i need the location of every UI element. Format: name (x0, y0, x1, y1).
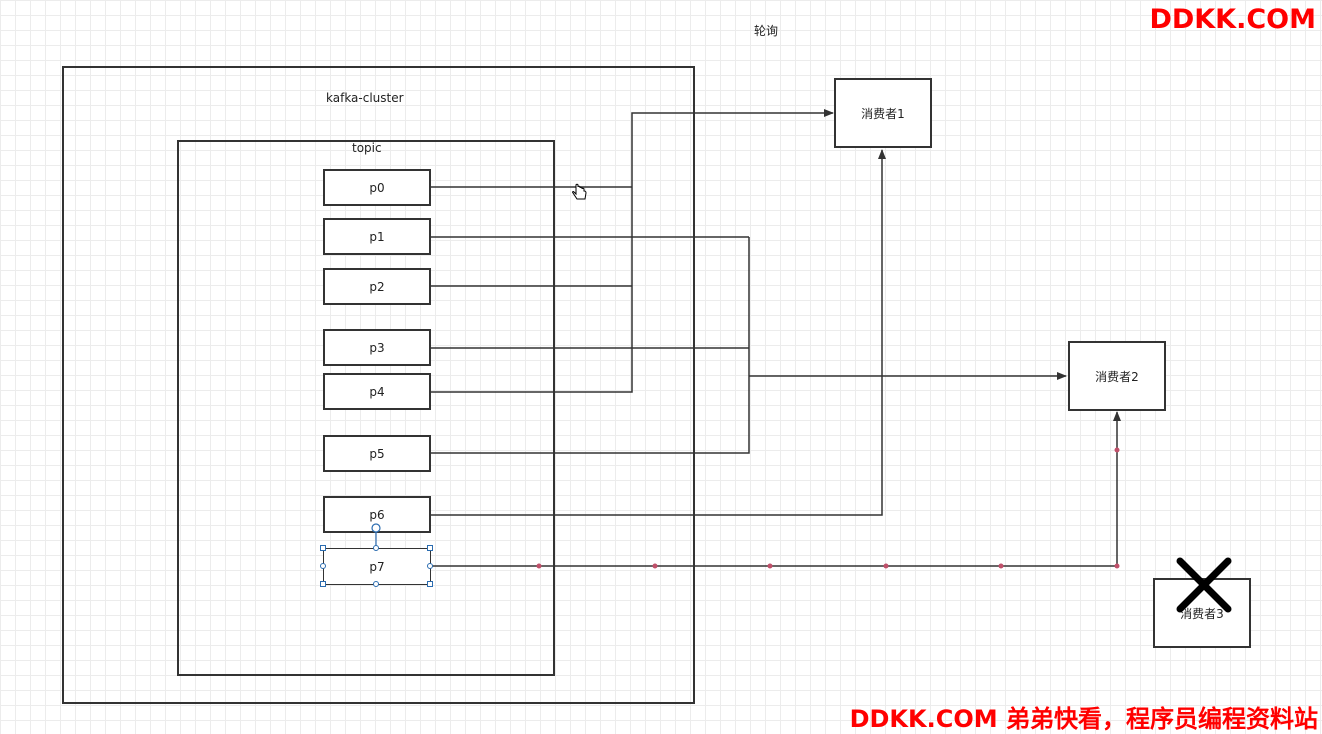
edge-p6-c1 (430, 149, 886, 516)
partition-p7[interactable]: p7 (323, 548, 431, 585)
partition-p3[interactable]: p3 (323, 329, 431, 366)
diagram-title: 轮询 (754, 24, 779, 38)
hand-cursor-icon (572, 183, 587, 200)
partition-p1[interactable]: p1 (323, 218, 431, 255)
resize-handle-s[interactable] (373, 581, 379, 587)
resize-handle-se[interactable] (427, 581, 433, 587)
watermark-top: DDKK.COM (1149, 4, 1316, 35)
edge-p4-c1 (430, 109, 834, 393)
resize-handle-sw[interactable] (320, 581, 326, 587)
kafka-cluster-label: kafka-cluster (326, 91, 404, 105)
partition-p2[interactable]: p2 (323, 268, 431, 305)
resize-handle-n[interactable] (373, 545, 379, 551)
edge-p5-c2 (430, 237, 750, 454)
topic-box[interactable] (177, 140, 555, 676)
partition-p5[interactable]: p5 (323, 435, 431, 472)
topic-label: topic (352, 141, 382, 155)
kafka-cluster-box[interactable] (62, 66, 695, 704)
partition-p6[interactable]: p6 (323, 496, 431, 533)
resize-handle-e[interactable] (427, 563, 433, 569)
consumer-2[interactable]: 消费者2 (1068, 341, 1166, 411)
resize-handle-nw[interactable] (320, 545, 326, 551)
consumer-1[interactable]: 消费者1 (834, 78, 932, 148)
consumer-3[interactable]: 消费者3 (1153, 578, 1251, 648)
partition-p4[interactable]: p4 (323, 373, 431, 410)
resize-handle-ne[interactable] (427, 545, 433, 551)
watermark-bottom: DDKK.COM 弟弟快看，程序员编程资料站 (849, 705, 1318, 733)
edge-p7-waypoints (536, 447, 1120, 569)
partition-p0[interactable]: p0 (323, 169, 431, 206)
resize-handle-w[interactable] (320, 563, 326, 569)
